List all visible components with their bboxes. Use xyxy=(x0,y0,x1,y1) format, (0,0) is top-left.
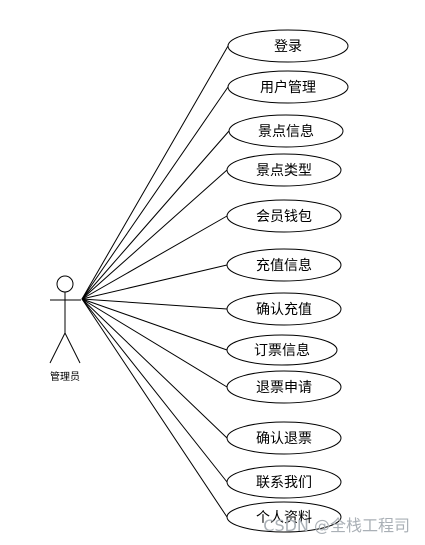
use-case-label: 联系我们 xyxy=(256,475,312,491)
association-lines xyxy=(81,45,230,518)
use-case-ellipse xyxy=(226,421,342,455)
use-case: 景点信息 xyxy=(228,114,344,148)
use-case-ellipse xyxy=(226,153,342,187)
use-case-label: 充值信息 xyxy=(256,257,312,274)
use-case: 景点类型 xyxy=(226,153,342,187)
use-case: 个人资料 xyxy=(226,501,342,533)
association-line xyxy=(81,169,228,300)
use-case-label: 订票信息 xyxy=(254,342,310,359)
actor-left-leg xyxy=(49,332,66,364)
association-line xyxy=(81,264,228,300)
association-line xyxy=(81,298,228,351)
use-case-ellipse xyxy=(226,501,342,533)
association-line xyxy=(81,298,228,483)
association-line xyxy=(81,86,229,300)
use-case: 登录 xyxy=(227,29,349,63)
association-line xyxy=(81,215,228,300)
use-case-label: 退票申请 xyxy=(256,380,312,396)
use-case: 退票申请 xyxy=(226,370,342,404)
use-case: 用户管理 xyxy=(227,70,349,104)
use-case-ellipse xyxy=(226,370,342,404)
use-case-ellipse xyxy=(226,334,338,366)
actor-figure xyxy=(49,275,81,364)
association-line xyxy=(81,298,228,518)
use-case-label: 确认充值 xyxy=(256,302,312,318)
use-case-label: 景点类型 xyxy=(256,163,312,179)
use-case: 订票信息 xyxy=(226,334,338,366)
use-case-label: 确认退票 xyxy=(256,431,312,447)
use-case-label: 景点信息 xyxy=(258,123,314,140)
association-line xyxy=(81,298,228,310)
use-case: 确认充值 xyxy=(226,292,342,326)
use-case-ellipse xyxy=(227,29,349,63)
watermark: CSDN @全栈工程司 xyxy=(263,516,410,535)
use-case-ellipse xyxy=(226,292,342,326)
use-case: 会员钱包 xyxy=(226,199,342,233)
association-line xyxy=(81,45,229,300)
actor-label: 管理员 xyxy=(50,370,80,383)
actor-head xyxy=(56,275,74,293)
use-case-ellipse xyxy=(227,70,349,104)
use-case-label: 会员钱包 xyxy=(256,209,312,225)
use-case-ellipse xyxy=(226,465,342,499)
use-case-label: 个人资料 xyxy=(256,510,312,526)
use-case-ellipse xyxy=(226,199,342,233)
association-line xyxy=(81,298,228,439)
association-line xyxy=(81,298,228,388)
use-case-ellipse xyxy=(226,248,342,282)
actor-right-leg xyxy=(64,332,81,364)
use-case: 确认退票 xyxy=(226,421,342,455)
use-case: 充值信息 xyxy=(226,248,342,282)
use-case-group: 登录用户管理景点信息景点类型会员钱包充值信息确认充值订票信息退票申请确认退票联系… xyxy=(226,29,349,533)
use-case-label: 登录 xyxy=(274,39,302,55)
use-case-label: 用户管理 xyxy=(260,79,316,96)
use-case: 联系我们 xyxy=(226,465,342,499)
use-case-ellipse xyxy=(228,114,344,148)
association-line xyxy=(81,130,230,300)
